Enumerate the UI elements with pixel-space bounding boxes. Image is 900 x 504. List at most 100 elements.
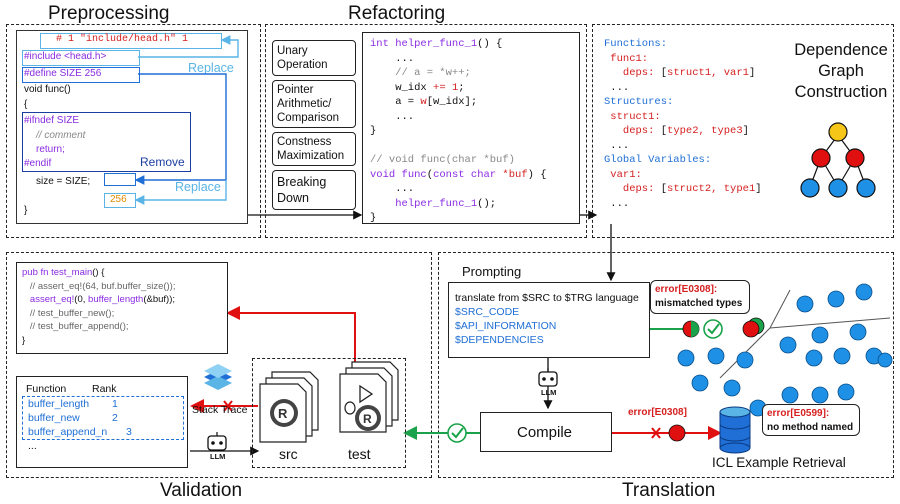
dependence-code-line: ... <box>604 139 630 152</box>
test-code-line: assert_eq!(0, buffer_length(&buf)); <box>29 294 176 305</box>
dependence-code-line: struct1: <box>604 110 661 123</box>
refactor-code-line: // a = *w++; <box>370 67 471 79</box>
rank-row-rank: 1 <box>112 398 118 410</box>
llm-label-translation: LLM <box>541 388 557 397</box>
rust-gear-test <box>355 405 381 431</box>
refactor-item-unary: Unary Operation <box>272 40 356 76</box>
rank-row-name: ... <box>28 440 37 452</box>
rank-row-name: buffer_new <box>28 412 80 424</box>
svg-text:R: R <box>363 412 372 426</box>
rank-table-box <box>16 376 188 468</box>
translation-title: Translation <box>622 480 716 501</box>
preprocessing-code-box <box>16 30 248 224</box>
ifndef-text: #ifndef SIZE <box>24 115 80 126</box>
rank-row-name: buffer_append_n <box>28 426 108 438</box>
refactor-item-constness: Constness Maximization <box>272 132 356 166</box>
test-code-line: // test_buffer_new(); <box>22 307 115 319</box>
test-code-line: pub fn test_main() { <box>22 267 105 278</box>
dependence-graph <box>800 122 876 198</box>
translation-panel <box>438 252 894 478</box>
src-test-panel <box>252 358 406 468</box>
src-label: src <box>279 446 298 462</box>
include-head-box <box>22 50 140 66</box>
value-256-text: 256 <box>110 194 127 205</box>
define-size-box <box>22 67 140 83</box>
dependence-code-line: deps: [struct2, type1] <box>622 183 762 195</box>
llm-label-validation: LLM <box>210 452 226 461</box>
rank-header-rank: Rank <box>92 383 117 395</box>
dependence-code-line: Structures: <box>604 96 674 108</box>
error-callout-e0308: error[E0308]: mismatched types <box>650 280 750 314</box>
size-line-text: size = SIZE; <box>36 176 91 187</box>
error-label-e0308: error[E0308] <box>628 407 687 418</box>
rank-header-function: Function <box>26 383 67 395</box>
test-code: pub fn test_main() { // assert_eq!(64, b… <box>22 266 175 347</box>
icl-scatter <box>677 283 893 417</box>
compile-label: Compile <box>517 424 573 441</box>
error-callout-e0599: error[E0599]: no method named <box>762 404 860 436</box>
prompt-line-3: $API_INFORMATION <box>455 320 557 332</box>
preprocessing-panel <box>6 24 261 238</box>
include-quoted-text: # 1 "include/head.h" 1 <box>56 34 189 45</box>
refactor-code-line: helper_func_1(); <box>395 197 497 210</box>
refactor-item-pointer: Pointer Arithmetic/ Comparison <box>272 80 356 128</box>
test-code-line: } <box>22 334 26 346</box>
preprocessing-title: Preprocessing <box>48 3 170 24</box>
replace-label-1: Replace <box>188 61 234 75</box>
icl-label: ICL Example Retrieval <box>712 455 846 470</box>
database-icon <box>719 406 751 454</box>
rank-row-rank: 3 <box>126 426 132 438</box>
refactor-code-line: ... <box>370 52 415 65</box>
refactor-code-line: ... <box>370 110 415 123</box>
svg-text:R: R <box>278 406 288 421</box>
test-code-box <box>16 262 228 354</box>
rank-row-name: buffer_length <box>28 398 90 410</box>
dependence-code-line: ... <box>604 81 630 94</box>
refactor-code-line: int helper_func_1() { <box>370 38 503 50</box>
refactoring-panel <box>265 24 587 238</box>
return-text: return; <box>36 144 65 155</box>
validation-panel <box>6 252 432 478</box>
refactor-code-line: // void func(char *buf) <box>370 154 515 166</box>
refactor-code-line <box>370 139 547 154</box>
ifndef-remove-box <box>22 112 191 172</box>
dependence-code-line: Global Variables: <box>604 154 712 166</box>
llm-robot-icon-translation <box>538 368 558 387</box>
dependence-code-line: deps: [struct1, var1] <box>622 67 756 79</box>
dependence-code-box <box>597 32 781 224</box>
brace-open-text: { <box>24 99 28 110</box>
void-func-text: void func() <box>24 84 71 95</box>
test-code-line: // assert_eq!(64, buf.buffer_size()); <box>22 280 176 292</box>
rust-gear-src <box>270 399 298 427</box>
define-size-text: #define SIZE 256 <box>24 68 102 79</box>
refactor-code-line: } <box>370 125 377 137</box>
refactor-item-breaking: Breaking Down <box>272 170 356 210</box>
llm-robot-icon-validation <box>207 432 227 451</box>
refactoring-code: int helper_func_1() { ... // a = *w++; w… <box>370 37 547 226</box>
dependence-code-line: Functions: <box>604 38 668 50</box>
prompt-line-4: $DEPENDENCIES <box>455 334 544 346</box>
remove-label: Remove <box>140 155 185 169</box>
prompt-line-1: translate from $SRC to $TRG language <box>455 292 639 304</box>
dependence-code: Functions: func1: deps: [struct1, var1] … <box>604 37 762 211</box>
refactor-code-line: w_idx += 1; <box>370 81 465 94</box>
validation-title: Validation <box>160 480 243 501</box>
dependence-code-line: ... <box>604 197 630 210</box>
brace-close-text: } <box>24 205 28 216</box>
test-code-line: // test_buffer_append(); <box>22 321 129 332</box>
replace-label-2: Replace <box>175 180 221 194</box>
stack-trace-label: Stack Trace <box>192 404 248 416</box>
compile-box: Compile <box>480 412 612 452</box>
refactoring-code-box <box>362 32 580 224</box>
stack-trace-icon <box>204 364 232 390</box>
test-label: test <box>348 446 371 462</box>
include-head-text: #include <head.h> <box>24 51 107 62</box>
dependence-code-line: func1: <box>604 52 649 65</box>
refactor-code-line: } <box>370 212 377 224</box>
refactor-code-line: ... <box>370 183 415 195</box>
prompting-title: Prompting <box>462 264 522 279</box>
refactoring-title: Refactoring <box>348 3 446 24</box>
prompt-line-2: $SRC_CODE <box>455 306 520 318</box>
refactor-code-line: void func(const char *buf) { <box>370 168 547 181</box>
